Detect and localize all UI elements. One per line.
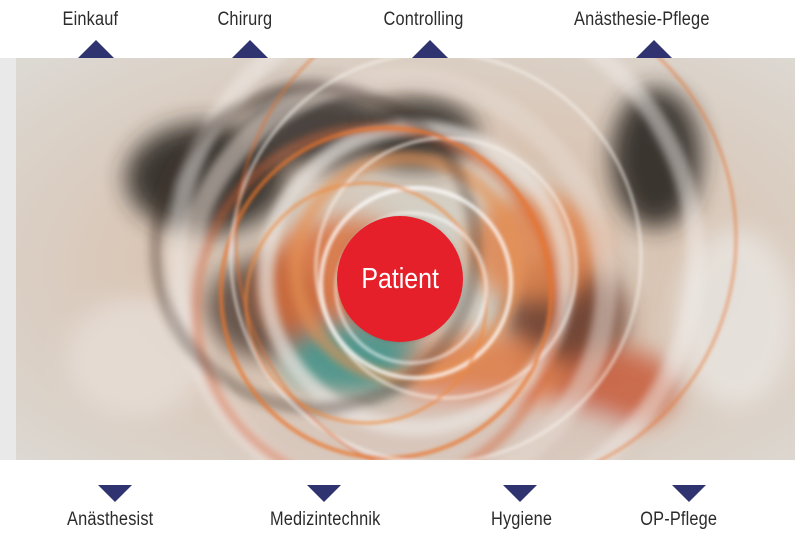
marker-anaesthesie-pflege (636, 40, 672, 58)
label-medizintechnik: Medizintechnik (269, 509, 381, 530)
patient-circle: Patient (337, 216, 463, 342)
marker-anaesthesist (98, 485, 132, 502)
marker-controlling (412, 40, 448, 58)
label-anaesthesie-pflege: Anästhesie-Pflege (574, 9, 710, 30)
marker-hygiene (503, 485, 537, 502)
patient-label: Patient (361, 262, 439, 295)
side-strip (0, 58, 16, 460)
marker-op-pflege (672, 485, 706, 502)
marker-einkauf (78, 40, 114, 58)
label-einkauf: Einkauf (62, 9, 119, 30)
label-chirurg: Chirurg (217, 9, 273, 30)
marker-chirurg (232, 40, 268, 58)
label-controlling: Controlling (383, 9, 464, 30)
label-op-pflege: OP-Pflege (640, 509, 718, 530)
label-hygiene: Hygiene (490, 509, 553, 530)
marker-medizintechnik (307, 485, 341, 502)
label-anaesthesist: Anästhesist (67, 509, 154, 530)
